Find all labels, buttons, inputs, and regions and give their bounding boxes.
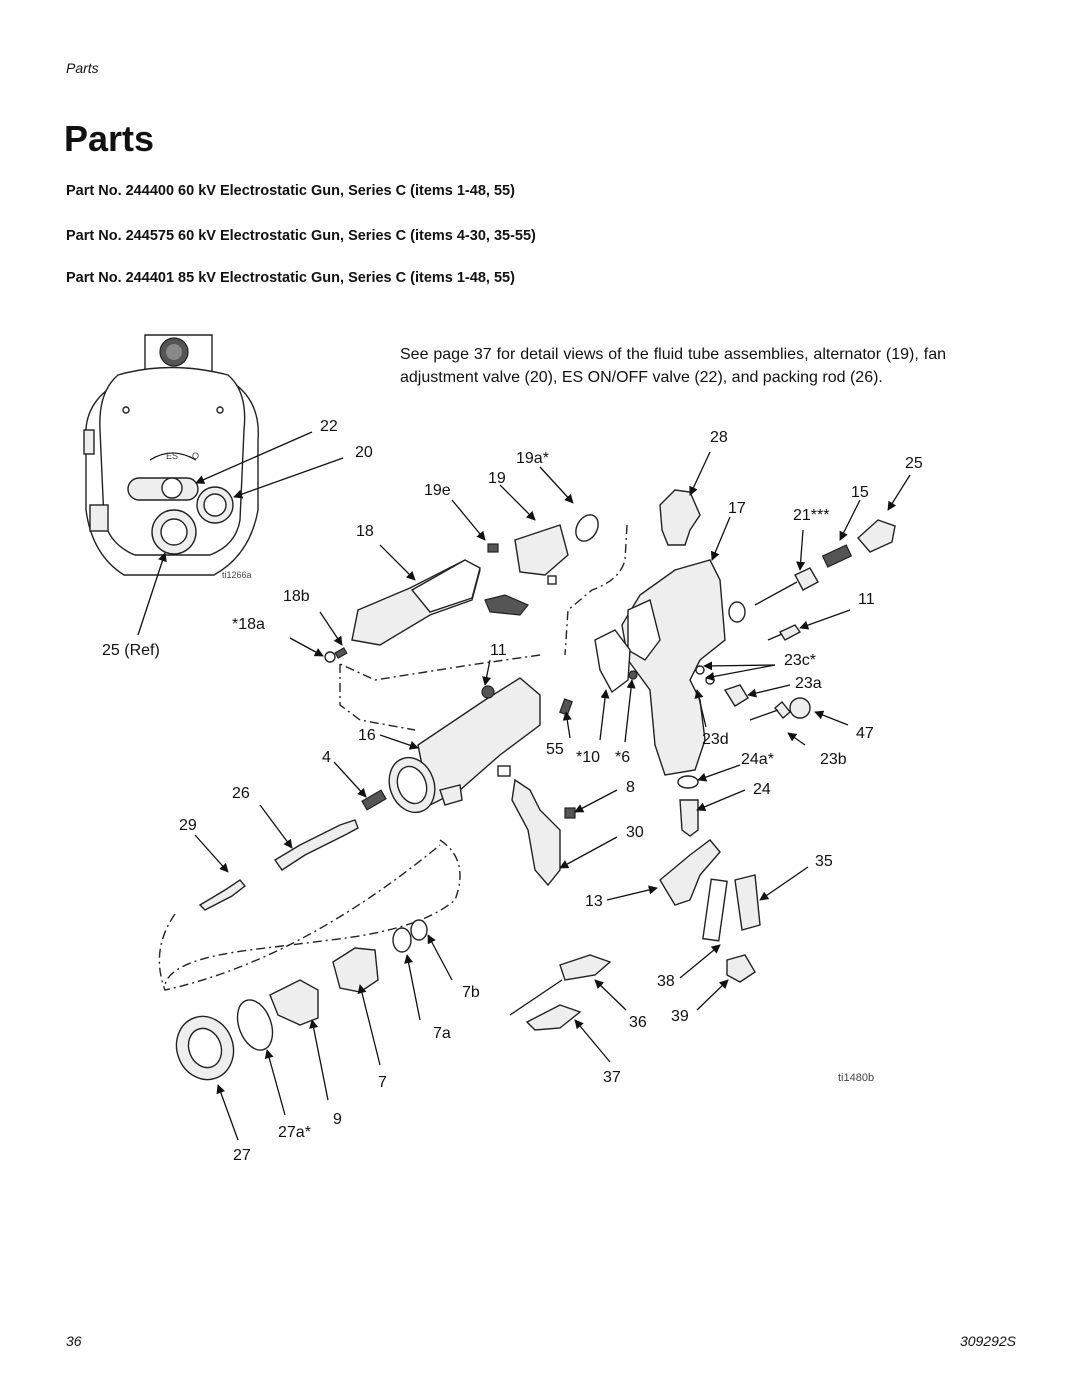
part-4-spring [361, 789, 387, 811]
callout-55: 55 [546, 741, 564, 758]
callout-24: 24 [753, 781, 771, 798]
page-number: 36 [66, 1333, 82, 1349]
callout-18: 18 [356, 523, 374, 540]
part-16-barrel [417, 677, 541, 807]
callout-23a: 23a [795, 675, 822, 692]
part-27a-oring [236, 999, 274, 1051]
callout-10: *10 [576, 749, 600, 766]
page-title: Parts [64, 118, 155, 159]
callout-25: 25 [905, 455, 923, 472]
callout-4: 4 [322, 749, 331, 766]
callout-6: *6 [615, 749, 630, 766]
callout-7a: 7a [433, 1025, 451, 1042]
part-47-knob [789, 697, 811, 719]
callout-20: 20 [355, 444, 373, 461]
part-19-alternator [514, 524, 569, 576]
callout-24a: 24a* [741, 751, 774, 768]
part-36-tool [559, 954, 612, 981]
callout-35: 35 [815, 853, 833, 870]
callout-labels: 22 20 25 (Ref) 28 25 19a* 19 19e 17 15 2… [102, 418, 923, 1164]
callout-16: 16 [358, 727, 376, 744]
callout-27a: 27a* [278, 1124, 311, 1141]
running-head: Parts [66, 60, 99, 76]
part-23a-valve [723, 684, 749, 707]
callout-11-left: 11 [490, 642, 507, 659]
callout-27: 27 [233, 1147, 251, 1164]
part-number-heading-244401: Part No. 244401 85 kV Electrostatic Gun,… [66, 270, 515, 286]
callout-38: 38 [657, 973, 675, 990]
callout-18a: *18a [232, 616, 265, 633]
callout-22: 22 [320, 418, 338, 435]
part-39-fitting [726, 954, 756, 983]
callout-17: 17 [728, 500, 746, 517]
part-35-fitting [734, 874, 761, 931]
part-29-electrode [198, 879, 247, 911]
callout-13: 13 [585, 893, 603, 910]
callout-23b: 23b [820, 751, 847, 768]
part-37-wrench [525, 1004, 582, 1031]
callout-39: 39 [671, 1008, 689, 1025]
part-13-manifold [659, 839, 721, 906]
inset-rear-view: ES O ti1266a [83, 334, 259, 580]
detail-view-note: See page 37 for detail views of the flui… [400, 346, 946, 386]
callout-37: 37 [603, 1069, 621, 1086]
part-24-fitting [679, 799, 699, 837]
callout-25-ref: 25 (Ref) [102, 642, 160, 659]
callout-28: 28 [710, 429, 728, 446]
part-30-trigger [511, 778, 561, 887]
callout-7: 7 [378, 1074, 387, 1091]
callout-26: 26 [232, 785, 250, 802]
callout-47: 47 [856, 725, 874, 742]
callout-11-right: 11 [858, 591, 875, 608]
callout-9: 9 [333, 1111, 342, 1128]
assembly-outline-upper [339, 664, 416, 731]
part-26-packing-rod [273, 819, 359, 871]
part-number-heading-244400: Part No. 244400 60 kV Electrostatic Gun,… [66, 183, 515, 199]
callout-21: 21*** [793, 507, 829, 524]
part-38-tube [702, 878, 728, 942]
callout-7b: 7b [462, 984, 480, 1001]
part-number-heading-244575: Part No. 244575 60 kV Electrostatic Gun,… [66, 228, 536, 244]
callout-19a: 19a* [516, 450, 549, 467]
part-9-air-cap [269, 979, 319, 1026]
part-19a-oring [575, 514, 599, 542]
part-7-fluid-housing [332, 947, 379, 993]
callout-23d: 23d [702, 731, 729, 748]
inset-figure-id: ti1266a [222, 570, 252, 580]
part-15-spring [821, 544, 853, 568]
callout-36: 36 [629, 1014, 647, 1031]
inset-dial-label-es: ES [166, 451, 178, 461]
inset-dial-label-o: O [192, 451, 199, 461]
callout-18b: 18b [283, 588, 310, 605]
part-28-cap [659, 489, 701, 546]
leader-arrows [137, 431, 911, 1141]
callout-15: 15 [851, 484, 869, 501]
assembly-outline-lower [164, 839, 461, 986]
callout-29: 29 [179, 817, 197, 834]
document-number: 309292S [959, 1333, 1016, 1349]
callout-30: 30 [626, 824, 644, 841]
callout-19e: 19e [424, 482, 451, 499]
figure-id: ti1480b [838, 1072, 874, 1084]
callout-8: 8 [626, 779, 635, 796]
part-25-knob [857, 519, 896, 553]
callout-19: 19 [488, 470, 506, 487]
callout-23c: 23c* [784, 652, 816, 669]
